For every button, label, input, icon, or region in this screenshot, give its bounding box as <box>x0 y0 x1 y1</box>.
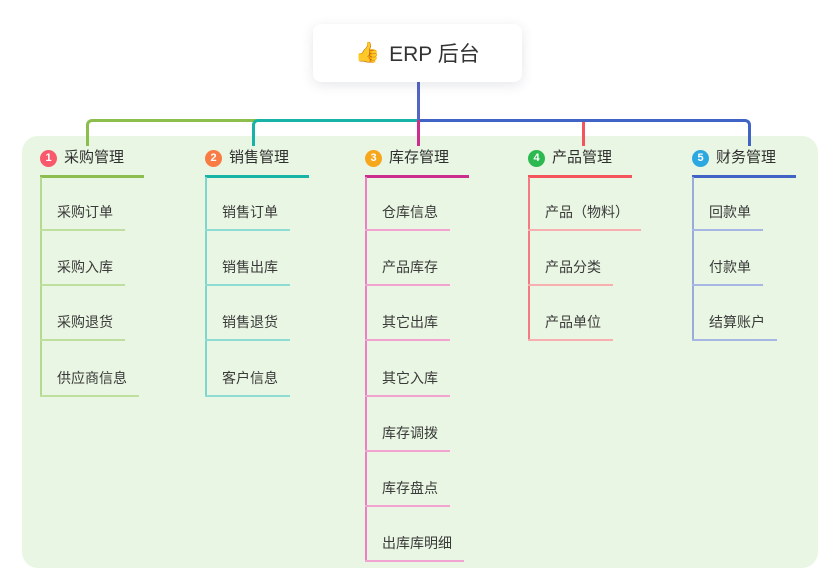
child-row: 销售退货 <box>205 311 290 342</box>
mindmap-panel <box>22 136 818 568</box>
child-node[interactable]: 销售退货 <box>205 311 290 342</box>
child-row: 销售出库 <box>205 256 290 287</box>
child-row: 库存调拨 <box>365 422 450 452</box>
child-node[interactable]: 供应商信息 <box>40 367 139 397</box>
child-row: 其它入库 <box>365 367 450 397</box>
child-row: 仓库信息 <box>365 201 450 231</box>
branch-node-label: 财务管理 <box>716 149 777 166</box>
child-row: 产品（物料） <box>528 201 641 231</box>
child-row: 采购入库 <box>40 256 125 287</box>
connector-branch-5 <box>419 119 751 146</box>
branch-trunk-line <box>40 177 42 397</box>
child-node[interactable]: 产品分类 <box>528 256 613 287</box>
child-row: 结算账户 <box>692 311 777 342</box>
child-row: 出库库明细 <box>365 532 464 563</box>
child-row: 产品库存 <box>365 256 450 287</box>
branch-number-badge: 3 <box>365 149 382 167</box>
branch-number-badge: 2 <box>205 149 222 167</box>
child-row: 付款单 <box>692 256 763 287</box>
child-row: 客户信息 <box>205 367 290 397</box>
child-node[interactable]: 付款单 <box>692 256 763 287</box>
child-node[interactable]: 仓库信息 <box>365 201 450 231</box>
child-row: 供应商信息 <box>40 367 139 397</box>
branch-trunk-line <box>205 177 207 397</box>
child-row: 其它出库 <box>365 311 450 342</box>
branch-node-1[interactable]: 1 采购管理 <box>40 148 144 178</box>
child-node[interactable]: 销售订单 <box>205 201 290 231</box>
branch-trunk-line <box>365 177 367 563</box>
child-node[interactable]: 客户信息 <box>205 367 290 397</box>
branch-node-3[interactable]: 3 库存管理 <box>365 148 469 178</box>
child-node[interactable]: 库存盘点 <box>365 477 450 507</box>
branch-node-label: 产品管理 <box>552 149 613 166</box>
root-node[interactable]: 👍 ERP 后台 <box>313 24 522 82</box>
branch-node-5[interactable]: 5 财务管理 <box>692 148 796 178</box>
child-node[interactable]: 产品（物料） <box>528 201 641 231</box>
child-node[interactable]: 销售出库 <box>205 256 290 287</box>
child-node[interactable]: 产品单位 <box>528 311 613 342</box>
child-node[interactable]: 采购订单 <box>40 201 125 231</box>
thumbs-up-icon: 👍 <box>355 42 381 64</box>
connector-root-line <box>417 80 420 120</box>
connector-branch-2 <box>252 119 419 146</box>
child-node[interactable]: 产品库存 <box>365 256 450 287</box>
child-row: 采购订单 <box>40 201 125 231</box>
branch-number-badge: 4 <box>528 149 545 167</box>
child-node[interactable]: 结算账户 <box>692 311 777 342</box>
branch-node-2[interactable]: 2 销售管理 <box>205 148 309 178</box>
branch-node-label: 销售管理 <box>229 149 290 166</box>
branch-number-badge: 1 <box>40 149 57 167</box>
child-row: 销售订单 <box>205 201 290 231</box>
child-row: 产品单位 <box>528 311 613 342</box>
branch-node-label: 采购管理 <box>64 149 125 166</box>
child-node[interactable]: 采购入库 <box>40 256 125 287</box>
child-row: 回款单 <box>692 201 763 231</box>
child-row: 产品分类 <box>528 256 613 287</box>
branch-number-badge: 5 <box>692 149 709 167</box>
root-node-label: ERP 后台 <box>389 43 480 66</box>
child-node[interactable]: 其它入库 <box>365 367 450 397</box>
child-node[interactable]: 采购退货 <box>40 311 125 342</box>
branch-trunk-line <box>692 177 694 342</box>
child-node[interactable]: 其它出库 <box>365 311 450 342</box>
child-node[interactable]: 回款单 <box>692 201 763 231</box>
connector-branch-4 <box>582 122 585 146</box>
branch-node-4[interactable]: 4 产品管理 <box>528 148 632 178</box>
child-row: 采购退货 <box>40 311 125 342</box>
child-node[interactable]: 出库库明细 <box>365 532 464 563</box>
child-row: 库存盘点 <box>365 477 450 507</box>
connector-branch-3 <box>417 119 420 146</box>
branch-trunk-line <box>528 177 530 342</box>
branch-node-label: 库存管理 <box>389 149 450 166</box>
child-node[interactable]: 库存调拨 <box>365 422 450 452</box>
